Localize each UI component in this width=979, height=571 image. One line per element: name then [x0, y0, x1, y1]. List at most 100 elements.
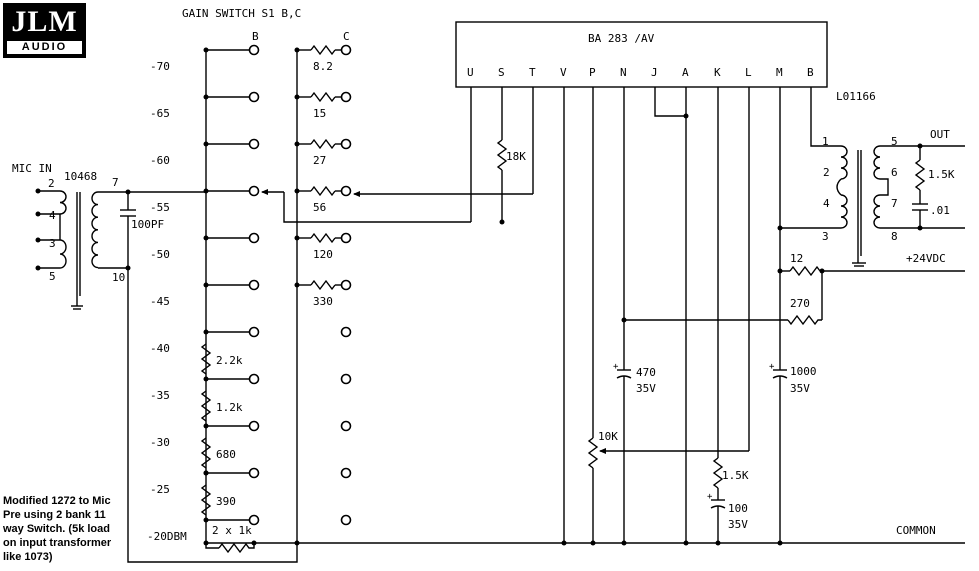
- cap-470-voltage: 35V: [636, 382, 656, 395]
- output-transformer: [780, 87, 965, 267]
- bank-b-res-label: 2.2k: [216, 354, 243, 367]
- junction-a: [683, 113, 689, 119]
- input-transformer-label: 10468: [64, 170, 97, 183]
- bank-c-contact: [340, 232, 352, 244]
- input-pin-7: 7: [112, 176, 119, 189]
- resistor-270-label: 270: [790, 297, 810, 310]
- output-label: OUT: [930, 128, 950, 141]
- resistor-12-label: 12: [790, 252, 803, 265]
- svg-text:+: +: [707, 492, 713, 502]
- bank-c-junction: [294, 188, 300, 194]
- bank-c-contact: [340, 514, 352, 526]
- bank-b-junction: [203, 188, 209, 194]
- pot-10k: [587, 87, 749, 543]
- common-junction: [294, 540, 300, 546]
- bank-b-contact: [248, 185, 260, 197]
- output-load-cap: .01: [930, 204, 950, 217]
- bank-c-res: [310, 185, 336, 197]
- mic-in-label: MIC IN: [12, 162, 52, 175]
- output-pin-8: 8: [891, 230, 898, 243]
- bank-c-res: [310, 138, 336, 150]
- output-pin-6: 6: [891, 166, 898, 179]
- common-label: COMMON: [896, 524, 936, 537]
- bank-b-wiper-arrow: [261, 189, 268, 195]
- bank-c-res-label: 8.2: [313, 60, 333, 73]
- ic-pin-j: J: [651, 66, 658, 79]
- bank-c-contact: [340, 91, 352, 103]
- bank-c-contact: [340, 467, 352, 479]
- bank-b-res-label: 680: [216, 448, 236, 461]
- bank-c-contact: [340, 44, 352, 56]
- gain-switch-title: GAIN SWITCH S1 B,C: [182, 7, 301, 20]
- ic-pin-n: N: [620, 66, 627, 79]
- common-junction: [715, 540, 721, 546]
- resistor-1k5-label: 1.5K: [722, 469, 749, 482]
- bank-b-res-680: [200, 437, 212, 469]
- bank-c-res: [310, 279, 336, 291]
- design-note: Modified 1272 to Mic Pre using 2 bank 11…: [3, 494, 125, 564]
- output-load-resistor: 1.5K: [928, 168, 955, 181]
- wiper-to-pin-u: [283, 192, 471, 223]
- bank-c-res: [310, 44, 336, 56]
- input-pin-3: 3: [49, 237, 56, 250]
- gain-step-label: -70: [150, 60, 170, 73]
- k-rc-network: +: [707, 87, 726, 543]
- pot-10k-label: 10K: [598, 430, 618, 443]
- bank-b-junction: [203, 423, 209, 429]
- bank-b-junction: [203, 141, 209, 147]
- common-junctions: [294, 540, 783, 546]
- input-pin-10: 10: [112, 271, 125, 284]
- svg-text:+: +: [769, 362, 775, 372]
- gain-step-label: -45: [150, 295, 170, 308]
- bank-b-contact: [248, 279, 260, 291]
- bank-b-contact: [248, 514, 260, 526]
- resistor-18k: [496, 87, 508, 225]
- bank-c-res-label: 330: [313, 295, 333, 308]
- bank-c-res-label: 15: [313, 107, 326, 120]
- bank-c-contact: [340, 138, 352, 150]
- link-j-a: [654, 87, 686, 117]
- bank-c-res-label: 27: [313, 154, 326, 167]
- bank-c-res: [310, 232, 336, 244]
- output-pin-3: 3: [822, 230, 829, 243]
- bank-c-contact: [340, 420, 352, 432]
- ic-box: [455, 21, 828, 88]
- svg-text:+: +: [613, 362, 619, 372]
- bank-b-contact: [248, 467, 260, 479]
- output-pin-5: 5: [891, 135, 898, 148]
- input-pin-5: 5: [49, 270, 56, 283]
- gain-step-label: -30: [150, 436, 170, 449]
- logo-subtitle: AUDIO: [7, 41, 82, 54]
- output-transformer-label: L01166: [836, 90, 876, 103]
- logo-brand: JLM: [11, 5, 78, 38]
- bank-c-res-label: 120: [313, 248, 333, 261]
- output-pin-7: 7: [891, 197, 898, 210]
- cap-1000-voltage: 35V: [790, 382, 810, 395]
- m-supply-network: +: [624, 87, 965, 543]
- bank-b-junction: [203, 517, 209, 523]
- gain-step-label: -35: [150, 389, 170, 402]
- input-return-wire: [127, 268, 298, 563]
- ic-pin-v: V: [560, 66, 567, 79]
- bank-b-res-1k2: [200, 390, 212, 422]
- supply-label: +24VDC: [906, 252, 946, 265]
- bank-b-junction: [203, 235, 209, 241]
- bank-b-res-2k2: [200, 343, 212, 375]
- ic-pin-a: A: [682, 66, 689, 79]
- ic-pin-wires: [470, 87, 687, 543]
- ic-pin-s: S: [498, 66, 505, 79]
- bank-b-res-390: [200, 484, 212, 516]
- common-junction: [683, 540, 689, 546]
- gain-step-label: -65: [150, 107, 170, 120]
- common-junction: [561, 540, 567, 546]
- bank-c-wiper-arrow: [353, 191, 360, 197]
- cap-100pf: [120, 189, 136, 271]
- common-junction: [621, 540, 627, 546]
- bank-b-contact: [248, 91, 260, 103]
- bank-b-contact: [248, 232, 260, 244]
- bank-b-junction: [203, 94, 209, 100]
- bank-c-contact: [340, 279, 352, 291]
